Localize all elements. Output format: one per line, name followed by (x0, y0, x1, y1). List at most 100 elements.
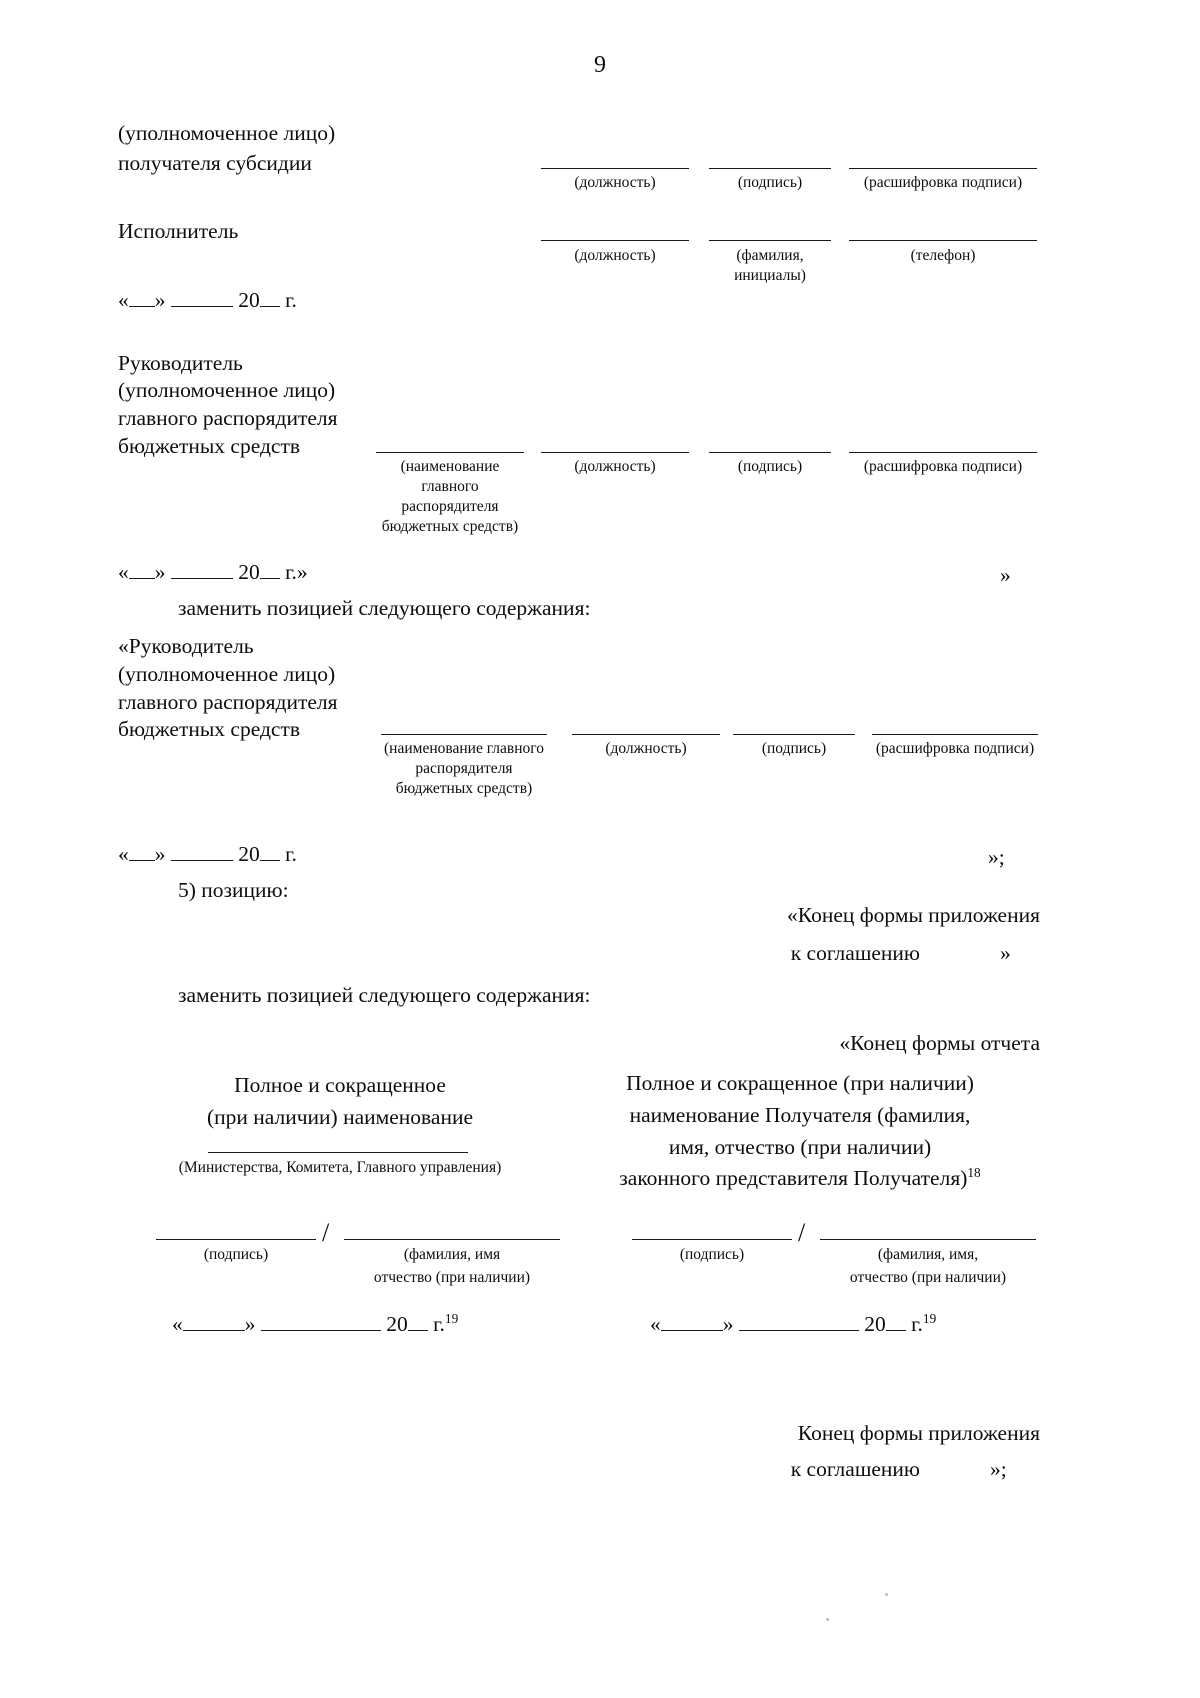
date-year-blank[interactable] (259, 306, 280, 307)
executor-field-rule-phone[interactable] (849, 240, 1037, 241)
chief-replacement-date-line[interactable]: «» 20 г. (118, 842, 297, 867)
chief-replacement-label-line1: «Руководитель (118, 634, 254, 658)
date-day-blank[interactable] (182, 1330, 245, 1331)
date-month-blank[interactable] (170, 860, 233, 861)
left-column-title-line2: (при наличии) наименование (206, 1105, 474, 1129)
chief-original-date-line[interactable]: « » 20 г.» (118, 560, 308, 585)
date-open-quote: « (118, 288, 129, 312)
date-year-blank[interactable] (407, 1330, 428, 1331)
date-day-blank[interactable] (660, 1330, 723, 1331)
date-day-blank[interactable] (128, 578, 155, 579)
date-year-prefix: 20 (864, 1312, 886, 1336)
item-5-quoted-line2: к соглашению (790, 941, 920, 965)
scan-speck (885, 1593, 888, 1596)
recipient-field-rule-position[interactable] (541, 168, 689, 169)
date-close-quote: » (154, 842, 166, 866)
right-column-title-line4-wrapper: законного представителя Получателя)18 (560, 1163, 1040, 1193)
left-name-caption-line2: отчество (при наличии) (373, 1269, 531, 1286)
chief-original-label-line1: Руководитель (118, 351, 243, 375)
date-year-suffix: г.» (285, 560, 308, 584)
left-name-caption-line1: (фамилия, имя (403, 1246, 501, 1263)
date-month-blank[interactable] (738, 1330, 859, 1331)
chief-original-rule-decoding[interactable] (849, 452, 1037, 453)
right-column-title-line4: законного представителя Получателя) (619, 1166, 968, 1190)
date-close-quote: » (154, 288, 166, 312)
date-day-blank[interactable] (128, 306, 155, 307)
executor-caption-name: (фамилия, инициалы) (734, 247, 806, 284)
left-signature-rule[interactable] (156, 1239, 316, 1240)
chief-original-rule-position[interactable] (541, 452, 689, 453)
right-name-caption-line1: (фамилия, имя, (877, 1246, 979, 1263)
left-signature-separator: / (322, 1218, 330, 1247)
item-5-number-label: 5) позицию: (178, 878, 289, 902)
chief-replacement-trailing-quote: »; (988, 845, 1005, 869)
date-year-prefix: 20 (386, 1312, 408, 1336)
left-name-rule[interactable] (344, 1239, 560, 1240)
date-open-quote: « (650, 1312, 661, 1336)
date-open-quote: « (118, 842, 129, 866)
right-signature-rule[interactable] (632, 1239, 792, 1240)
left-column-date-line[interactable]: «» 20 г.19 (172, 1312, 458, 1337)
recipient-label-line2: получателя субсидии (118, 151, 312, 175)
chief-original-label-line3: главного распорядителя (118, 406, 338, 430)
item-5-quoted-line1: «Конец формы приложения (787, 903, 1040, 927)
right-name-rule[interactable] (820, 1239, 1036, 1240)
date-year-blank[interactable] (885, 1330, 906, 1331)
recipient-label-line1: (уполномоченное лицо) (118, 121, 336, 145)
date-day-blank[interactable] (128, 860, 155, 861)
date-year-prefix: 20 (238, 560, 260, 584)
chief-original-rule-name[interactable] (376, 452, 524, 453)
recipient-caption-signature: (подпись) (737, 174, 803, 191)
chief-original-label-line4: бюджетных средств (118, 434, 301, 458)
instruction-replace-2: заменить позицией следующего содержания: (178, 983, 591, 1007)
date-year-blank[interactable] (259, 578, 280, 579)
date-month-blank[interactable] (170, 306, 233, 307)
date-month-blank[interactable] (170, 578, 233, 579)
chief-original-trailing-quote: » (1000, 563, 1011, 587)
date-year-blank[interactable] (259, 860, 280, 861)
chief-replacement-label-line4: бюджетных средств (118, 717, 301, 741)
page-number: 9 (594, 52, 606, 78)
date-year-suffix: г. (433, 1312, 445, 1336)
executor-caption-position: (должность) (574, 247, 656, 264)
chief-original-caption-decoding: (расшифровка подписи) (863, 458, 1023, 475)
chief-replacement-caption-signature: (подпись) (761, 740, 827, 757)
date-close-quote: » (244, 1312, 256, 1336)
chief-original-caption-position: (должность) (574, 458, 656, 475)
footer-line2: к соглашению (790, 1457, 920, 1481)
executor-label: Исполнитель (118, 219, 239, 243)
chief-replacement-label-line2: (уполномоченное лицо) (118, 662, 336, 686)
chief-original-rule-signature[interactable] (709, 452, 831, 453)
scan-speck (826, 1618, 829, 1621)
right-column-title-line3: имя, отчество (при наличии) (668, 1135, 932, 1159)
right-column-title-line1: Полное и сокращенное (при наличии) (626, 1071, 974, 1095)
executor-date-line[interactable]: «» 20 г. (118, 288, 297, 313)
chief-replacement-rule-signature[interactable] (733, 734, 855, 735)
right-signature-separator: / (798, 1218, 806, 1247)
recipient-caption-decoding: (расшифровка подписи) (863, 174, 1023, 191)
right-name-caption-line2: отчество (при наличии) (849, 1269, 1007, 1286)
date-footnote: 19 (922, 1310, 937, 1326)
recipient-field-rule-signature[interactable] (709, 168, 831, 169)
date-year-prefix: 20 (238, 842, 260, 866)
date-open-quote: « (118, 560, 129, 584)
executor-field-rule-position[interactable] (541, 240, 689, 241)
chief-replacement-caption-name: (наименование главного распорядителя бюд… (384, 740, 544, 797)
chief-replacement-rule-decoding[interactable] (872, 734, 1038, 735)
chief-replacement-rule-name[interactable] (381, 734, 547, 735)
date-close-quote: » (154, 560, 166, 584)
chief-replacement-label-line3: главного распорядителя (118, 690, 338, 714)
right-column-title-footnote: 18 (967, 1164, 981, 1180)
left-signature-caption: (подпись) (203, 1246, 269, 1263)
date-year-suffix: г. (285, 288, 297, 312)
date-month-blank[interactable] (260, 1330, 381, 1331)
chief-replacement-rule-position[interactable] (572, 734, 720, 735)
date-close-quote: » (722, 1312, 734, 1336)
chief-original-label-line2: (уполномоченное лицо) (118, 378, 336, 402)
chief-original-caption-name: (наименование главного распорядителя бюд… (381, 458, 519, 535)
left-column-name-rule[interactable] (208, 1152, 468, 1153)
recipient-field-rule-decoding[interactable] (849, 168, 1037, 169)
executor-field-rule-name[interactable] (709, 240, 831, 241)
right-column-date-line[interactable]: «» 20 г.19 (650, 1312, 936, 1337)
